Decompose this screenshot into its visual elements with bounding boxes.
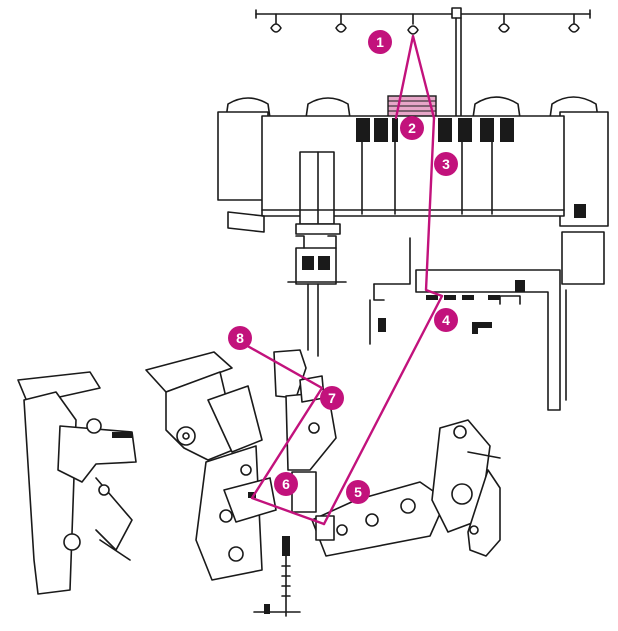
step-marker-7: 7	[320, 386, 344, 410]
step-marker-8: 8	[228, 326, 252, 350]
step-marker-1: 1	[368, 30, 392, 54]
left-looper	[17, 371, 137, 595]
thread-segment-looper-to-guide	[250, 386, 326, 526]
svg-text:4: 4	[442, 312, 450, 328]
thread-path	[242, 34, 444, 526]
svg-text:5: 5	[354, 484, 362, 500]
step-marker-2: 2	[400, 116, 424, 140]
svg-text:8: 8	[236, 330, 244, 346]
thread-segment-tension-to-looper	[322, 116, 444, 526]
svg-text:3: 3	[442, 156, 450, 172]
lower-looper	[145, 351, 277, 581]
step-marker-3: 3	[434, 152, 458, 176]
upper-looper	[253, 349, 337, 617]
svg-text:2: 2	[408, 120, 416, 136]
lower-housing	[369, 237, 567, 411]
thread-stand	[255, 7, 591, 121]
needle-assembly	[287, 235, 347, 357]
step-markers: 1 2 3 4 5 6 7 8	[228, 30, 458, 504]
step-marker-4: 4	[434, 308, 458, 332]
svg-text:7: 7	[328, 390, 336, 406]
thread-guide-hooks	[270, 13, 580, 35]
svg-text:1: 1	[376, 34, 384, 50]
thread-spools	[225, 95, 599, 119]
thread-segment-guide-to-tail	[242, 342, 324, 390]
right-looper	[311, 419, 501, 557]
step-marker-5: 5	[346, 480, 370, 504]
thread-segment-spool-to-stand	[394, 34, 436, 120]
machine-body	[217, 111, 609, 285]
svg-text:6: 6	[282, 476, 290, 492]
step-marker-6: 6	[274, 472, 298, 496]
